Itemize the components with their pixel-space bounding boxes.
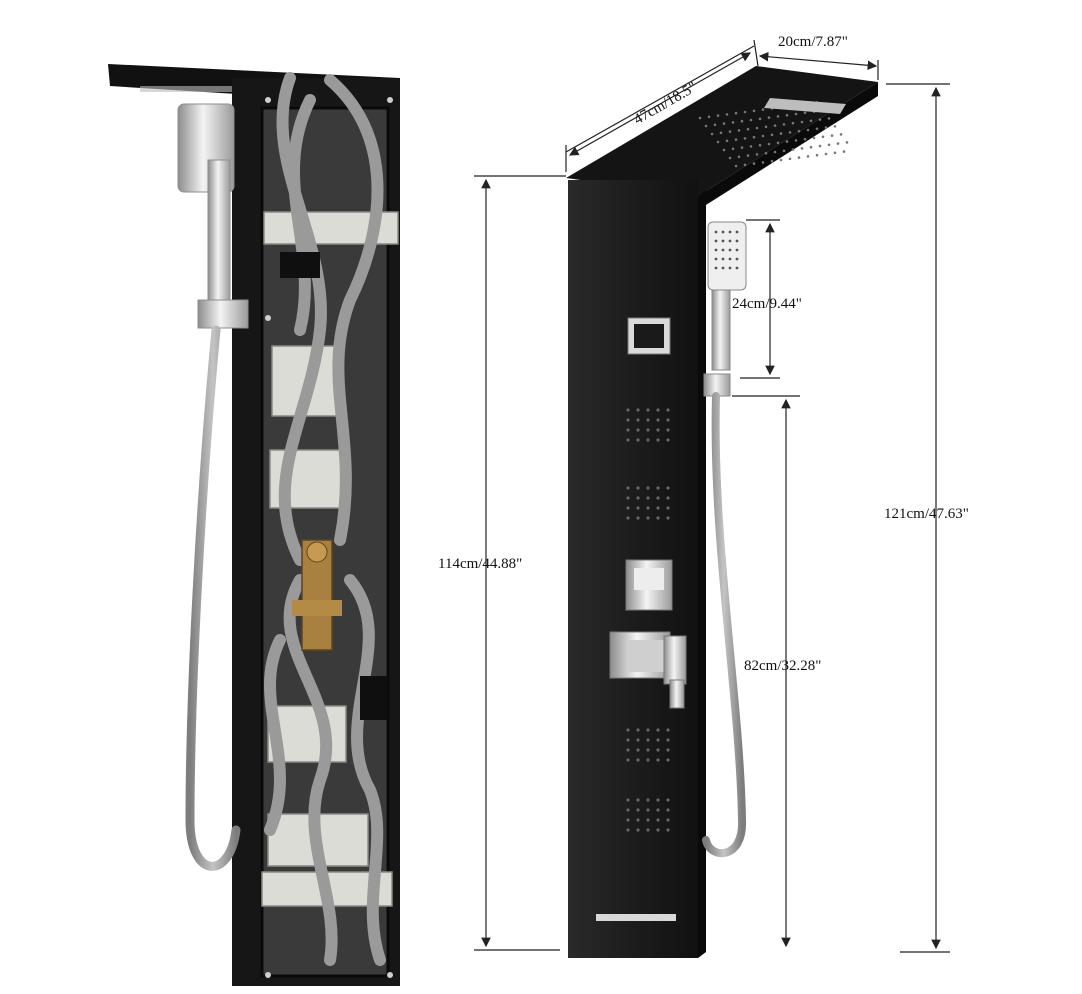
waterfall-spout [596,914,676,921]
hand-shower-hose-left [185,325,241,871]
holder-height-label: 82cm/32.28" [744,658,821,674]
hand-shower-hose-right [702,392,747,858]
panel-height-label: 114cm/44.88" [438,556,522,572]
body-jets [626,408,670,832]
frame-screws [265,97,393,978]
open-panel-view [108,64,400,986]
dimension-lines [474,39,950,953]
hand-shower-right [703,221,747,397]
valve-block-lower [360,676,388,720]
valve-block-upper [280,252,320,278]
hand-shower-length-label: 24cm/9.44" [732,296,802,312]
brass-valve [292,539,342,651]
head-width-label: 20cm/7.87" [778,34,848,50]
temperature-display [627,317,671,355]
total-height-label: 121cm/47.63" [884,506,969,522]
front-panel-view [566,66,878,958]
diverter-knob [625,559,673,611]
hand-shower-left [177,103,249,329]
mixer-handle [609,631,687,709]
internal-hoses [264,72,386,966]
